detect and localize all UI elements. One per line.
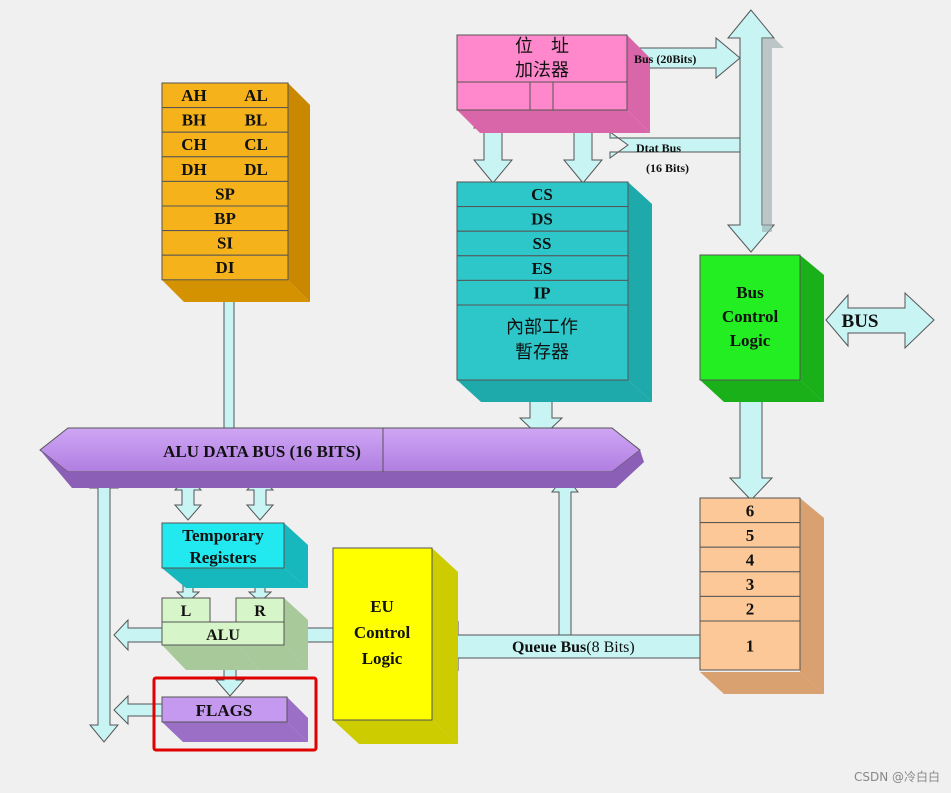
register-bl: BL [245, 111, 268, 130]
eu-control-line2: Control [354, 623, 411, 642]
alu-data-bus: ALU DATA BUS (16 BITS) [39, 427, 644, 488]
alu-bus-label: ALU DATA BUS (16 BITS) [163, 442, 361, 461]
bus-control-line2: Control [722, 307, 779, 326]
alu: L R ALU [161, 597, 308, 670]
internal-temp-line1: 內部工作 [506, 317, 578, 338]
queue-label-1: 1 [746, 637, 755, 656]
queue-bus-width: (8 Bits) [586, 639, 634, 656]
register-al: AL [244, 86, 268, 105]
register-sp: SP [215, 184, 235, 203]
segment-ip: IP [534, 283, 551, 302]
eu-control-line1: EU [370, 597, 394, 616]
flags-highlight-box [152, 676, 318, 752]
register-row-bp [161, 205, 289, 232]
register-bh: BH [182, 111, 207, 130]
flags-register: FLAGS [161, 696, 308, 742]
bus20-label: Bus (20Bits) [634, 52, 696, 66]
queue-label-3: 3 [746, 575, 755, 594]
registers-bus-arrow [215, 279, 243, 451]
adder-line1: 位 址 [515, 36, 569, 57]
temporary-registers: Temporary Registers [161, 522, 308, 588]
queue-bus-label: Queue Bus(8 Bits) [512, 639, 635, 656]
address-adder: 位 址 加法器 [456, 34, 650, 133]
adder-line2: 加法器 [515, 60, 569, 81]
register-row-bh [161, 107, 289, 133]
register-dl: DL [244, 160, 268, 179]
queue-label-5: 5 [746, 526, 755, 545]
alu-label: ALU [206, 627, 240, 644]
alu-left-arrow [113, 618, 163, 652]
queue-slot-2 [699, 595, 801, 622]
external-bus-label: BUS [842, 311, 879, 332]
register-di: DI [216, 258, 235, 277]
register-si: SI [217, 234, 233, 253]
flags-label: FLAGS [196, 701, 253, 720]
queue-slot-3 [699, 571, 801, 597]
register-row-ch [161, 131, 289, 158]
register-row-si [161, 230, 289, 256]
register-row-di [161, 254, 289, 281]
flags-left-arrow [113, 694, 163, 726]
bus-control-logic: Bus Control Logic [699, 254, 824, 402]
alu-l-label: L [181, 603, 192, 620]
external-bus-arrow [825, 291, 935, 350]
left-bus-flags-arrow [88, 469, 120, 743]
queue-slot-1 [699, 620, 801, 671]
general-registers: AH AL BH BL CH CL DH DL SP BP SI DI [161, 82, 310, 302]
databus-label-line2: (16 Bits) [646, 161, 689, 175]
segment-ds: DS [531, 210, 553, 229]
databus-label-line1: Dtat Bus [636, 141, 681, 155]
queue-slot-6 [699, 497, 801, 524]
alu-r-label: R [254, 603, 266, 620]
bus-control-line1: Bus [736, 283, 764, 302]
register-dh: DH [181, 160, 207, 179]
bus-control-line3: Logic [730, 331, 771, 350]
eu-control-line3: Logic [362, 649, 403, 668]
eu-control-logic: EU Control Logic [332, 547, 458, 744]
watermark: CSDN @冷白白 [854, 769, 940, 784]
queue-label-2: 2 [746, 600, 755, 619]
register-ch: CH [181, 135, 207, 154]
instruction-queue: 6 5 4 3 2 1 [699, 497, 824, 694]
queue-bus-name: Queue Bus [512, 639, 586, 656]
queue-slot-5 [699, 522, 801, 548]
register-row-dh [161, 156, 289, 182]
register-row-sp [161, 180, 289, 207]
queue-up-arrow [550, 474, 580, 641]
internal-temp-line2: 暫存器 [515, 342, 569, 363]
temporary-line1: Temporary [182, 526, 264, 545]
segment-registers: 內部工作 暫存器 CS DS SS ES IP [456, 181, 652, 402]
segment-es: ES [532, 259, 553, 278]
queue-label-6: 6 [746, 501, 755, 520]
register-ah: AH [181, 86, 207, 105]
queue-label-4: 4 [746, 551, 755, 570]
register-bp: BP [214, 209, 236, 228]
register-cl: CL [244, 135, 268, 154]
main-address-bus-arrow [726, 9, 784, 253]
temporary-line2: Registers [189, 548, 256, 567]
segment-ss: SS [533, 234, 552, 253]
register-row-ah [161, 82, 289, 109]
segment-row-ip [456, 279, 629, 306]
segment-cs: CS [531, 185, 553, 204]
segment-row-ss [456, 230, 629, 257]
